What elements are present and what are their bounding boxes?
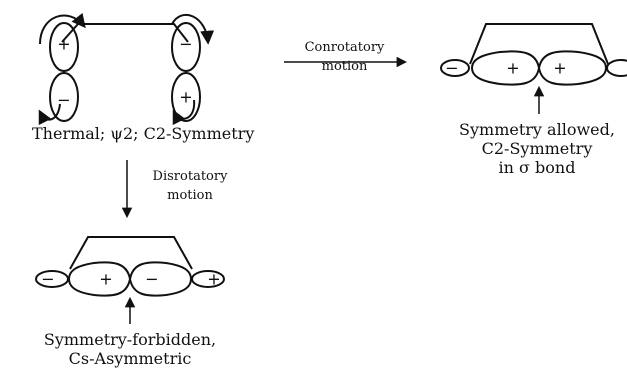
conrotatory-label-line1: Conrotatory [304, 40, 385, 55]
right-top-rotation-arrow [171, 13, 215, 45]
forbidden-product [35, 236, 225, 297]
forbidden-bond-right-lobe [128, 261, 193, 297]
forbidden-right-lobe [191, 270, 225, 288]
right-lower-sign: + [179, 88, 192, 107]
left-bottom-rotation-arrow [38, 103, 61, 126]
left-upper-sign: + [57, 35, 70, 54]
disrotatory-label-line1: Disrotatory [152, 169, 228, 184]
right-bottom-rotation-arrow [172, 99, 196, 126]
forbidden-caption: Symmetry-forbidden, Cs-Asymmetric [20, 330, 240, 368]
forbidden-inner-right-sign: − [145, 270, 158, 289]
forbidden-left-sign: − [41, 270, 54, 289]
disrotatory-label: Disrotatory motion [140, 167, 240, 205]
left-top-rotation-arrow [39, 12, 86, 45]
starting-molecule [38, 12, 215, 126]
allowed-caption: Symmetry allowed, C2-Symmetry in σ bond [447, 120, 627, 177]
conrotatory-label: Conrotatory motion [284, 38, 405, 76]
conrotatory-label-line2: motion [321, 59, 368, 74]
forbidden-caption-line1: Symmetry-forbidden, [43, 330, 217, 349]
left-lower-lobe [49, 72, 79, 122]
forbidden-inner-left-sign: + [99, 270, 112, 289]
forbidden-right-sign: + [207, 270, 220, 289]
start-caption: Thermal; ψ2; C2-Symmetry [32, 124, 255, 143]
right-lower-lobe [171, 72, 201, 122]
allowed-left-sign: − [445, 59, 458, 78]
disrotatory-label-line2: motion [167, 188, 213, 203]
left-upper-lobe [49, 22, 79, 72]
butadiene-frame [61, 23, 189, 43]
allowed-caption-line2: C2-Symmetry [481, 139, 593, 158]
allowed-inner-left-sign: + [506, 59, 519, 78]
allowed-product [440, 23, 627, 86]
forbidden-bond-left-lobe [67, 261, 132, 297]
allowed-bond-left-lobe [470, 50, 541, 86]
allowed-right-lobe [606, 59, 627, 77]
forbidden-caption-line2: Cs-Asymmetric [68, 349, 192, 368]
allowed-caption-line1: Symmetry allowed, [459, 120, 615, 139]
allowed-left-lobe [440, 59, 470, 77]
allowed-bond-right-lobe [537, 50, 608, 86]
allowed-inner-right-sign: + [553, 59, 566, 78]
allowed-caption-line3: in σ bond [498, 158, 576, 177]
left-lower-sign: − [57, 91, 70, 110]
right-upper-sign: − [179, 35, 192, 54]
forbidden-frame [69, 236, 193, 270]
right-upper-lobe [171, 22, 201, 72]
allowed-frame [469, 23, 609, 65]
